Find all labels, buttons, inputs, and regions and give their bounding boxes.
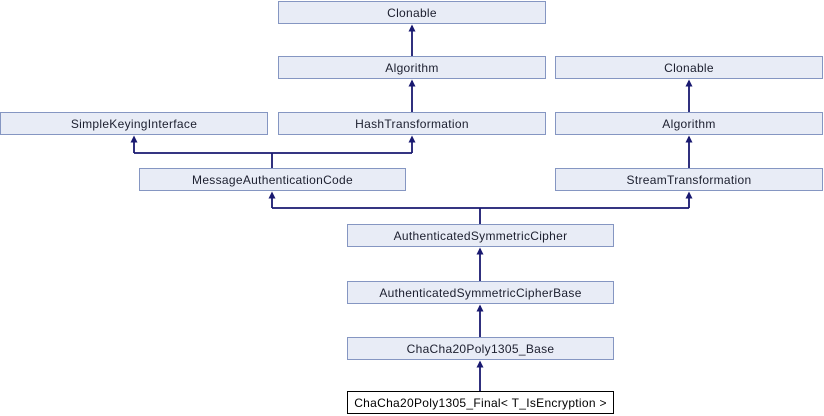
class-node-algorithm-mid[interactable]: Algorithm [278, 56, 546, 79]
class-node-chacha20poly1305-final: ChaCha20Poly1305_Final< T_IsEncryption > [347, 391, 614, 414]
class-node-message-authentication-code[interactable]: MessageAuthenticationCode [139, 168, 406, 191]
edge-chachabase-to-ascbase [476, 304, 484, 337]
class-node-hash-transformation[interactable]: HashTransformation [278, 112, 546, 135]
edge-streamtransformation-to-algorithm-right [685, 135, 693, 168]
edge-algorithm-right-to-clonable-right [685, 79, 693, 112]
class-node-clonable-right[interactable]: Clonable [555, 56, 823, 79]
edge-hashtransformation-to-algorithm [408, 79, 416, 112]
class-node-chacha20poly1305-base[interactable]: ChaCha20Poly1305_Base [347, 337, 614, 360]
class-node-authenticated-symmetric-cipher-base[interactable]: AuthenticatedSymmetricCipherBase [347, 281, 614, 304]
class-node-simple-keying-interface[interactable]: SimpleKeyingInterface [0, 112, 268, 135]
class-node-authenticated-symmetric-cipher[interactable]: AuthenticatedSymmetricCipher [347, 224, 614, 247]
edge-mac-to-ski-and-hashtransformation [130, 135, 416, 168]
edge-ascbase-to-asc [476, 247, 484, 281]
edge-algorithm-to-clonable [408, 24, 416, 56]
edge-asc-to-mac-and-streamtransformation [268, 191, 693, 224]
class-node-stream-transformation[interactable]: StreamTransformation [555, 168, 823, 191]
class-node-algorithm-right[interactable]: Algorithm [555, 112, 823, 135]
edge-chachafinal-to-chachabase [476, 360, 484, 391]
class-node-clonable-top[interactable]: Clonable [278, 1, 546, 24]
